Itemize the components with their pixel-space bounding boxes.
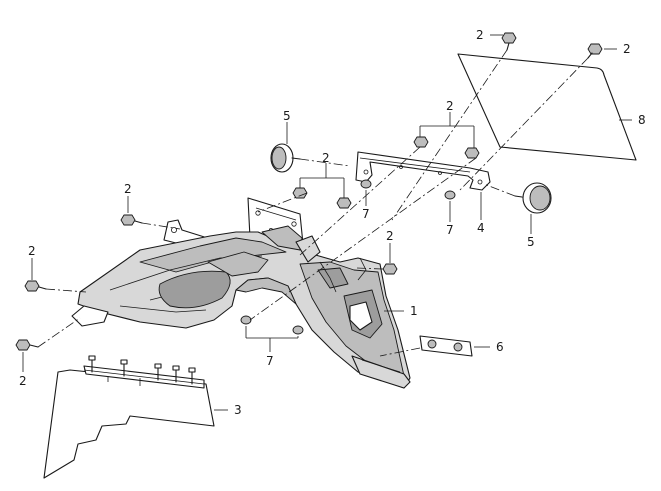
nut-7-lower-left [240,315,252,325]
nut-7-mount [360,179,372,189]
callout-3: 3 [234,403,242,417]
callout-6: 6 [496,340,504,354]
nut-7-bracket [444,190,456,200]
callout-2-plate-right: 2 [623,42,631,56]
callout-1: 1 [410,304,418,318]
screw-2-bracket-a [413,136,429,148]
screw-2-left-upper [120,214,143,226]
screw-2-mount-b [336,197,352,209]
part-5-reflector-right [514,182,552,214]
callout-5-upper: 5 [283,109,291,123]
callout-2-left-lower: 2 [19,374,27,388]
callout-2-left-mid: 2 [28,244,36,258]
callout-5-right: 5 [527,235,535,249]
callout-2-left-upper: 2 [124,182,132,196]
screw-2-left-mid [24,280,47,292]
screw-2-left-lower [15,339,39,351]
callout-8: 8 [638,113,646,127]
nut-7-lower-right [292,325,304,335]
part-1-rear-fender [71,197,411,389]
part-8-license-plate [457,53,637,161]
callout-2-tail: 2 [386,229,394,243]
callout-7-bracket: 7 [446,223,454,237]
screw-2-bracket-b [464,147,480,159]
assembly-centre-lines [37,49,589,357]
part-3-splash-flap [43,355,215,479]
flap-bolt-row [88,355,196,386]
callout-4: 4 [477,221,485,235]
callout-2-mount: 2 [322,151,330,165]
screw-2-plate-left [501,32,517,51]
callout-2-plate-left: 2 [476,28,484,42]
screw-2-plate-right [587,43,603,59]
callout-7-lower: 7 [266,354,274,368]
callout-labels: 2 2 8 2 5 2 7 7 4 5 2 2 2 2 1 7 6 3 [19,28,646,417]
part-6-lamp-bracket [419,335,473,357]
callout-7-mount: 7 [362,207,370,221]
part-5-reflector-upper [270,143,301,173]
screw-2-tail [382,263,398,275]
callout-2-bracket: 2 [446,99,454,113]
screw-2-mount-a [292,187,308,199]
leader-lines [22,34,632,411]
